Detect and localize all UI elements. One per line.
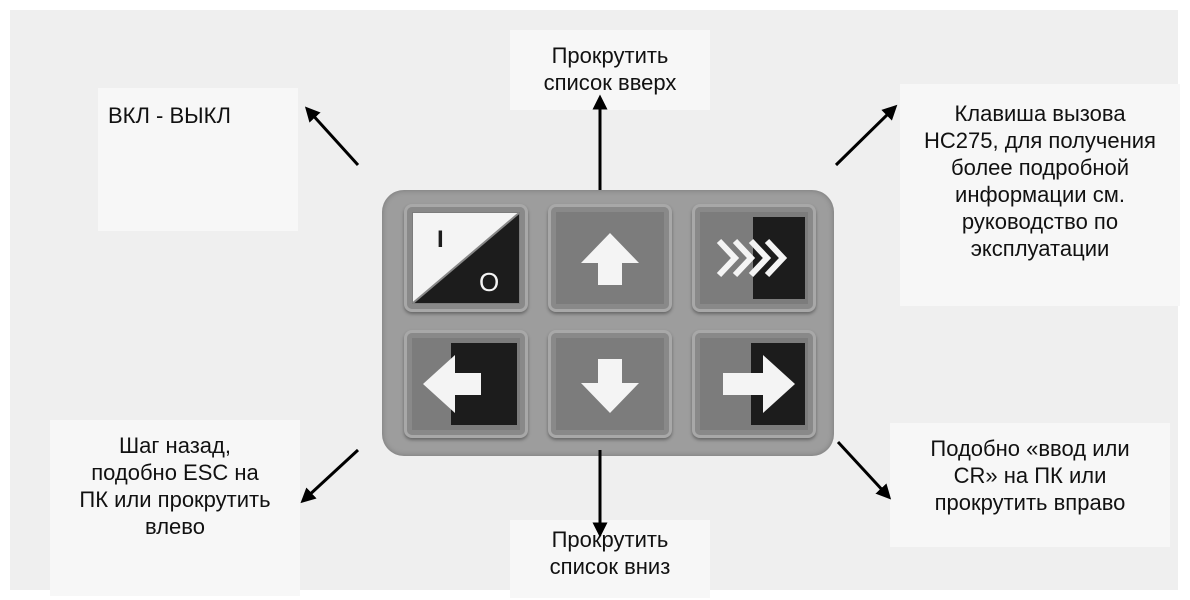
label-back-line-4: влево — [145, 514, 205, 539]
diagram-canvas: ВКЛ - ВЫКЛ Прокрутить список вверх Клави… — [10, 10, 1180, 598]
label-help-line-2: HC275, для получения — [924, 128, 1156, 153]
arrow-up-icon — [581, 233, 639, 285]
scroll-up-key[interactable] — [548, 204, 672, 312]
label-enter-line-2: CR» на ПК или — [953, 463, 1107, 488]
arrow-to-step-back-label — [300, 448, 360, 504]
power-on-symbol: I — [437, 226, 444, 253]
label-power: ВКЛ - ВЫКЛ — [98, 88, 298, 231]
power-toggle-icon: I O — [412, 212, 520, 304]
label-help-line-4: информации см. — [955, 182, 1125, 207]
arrow-to-help-label — [834, 104, 898, 167]
arrow-to-power-label — [304, 106, 360, 167]
label-power-line-1: ВКЛ - ВЫКЛ — [108, 103, 231, 128]
arrow-left-icon — [423, 343, 517, 425]
label-scroll-up-line-1: Прокрутить — [551, 43, 669, 68]
label-help-line-5: руководство по — [961, 209, 1119, 234]
label-enter-line-3: прокрутить вправо — [934, 490, 1126, 515]
label-back-line-2: подобно ESC на — [91, 460, 259, 485]
label-back-line-1: Шаг назад, — [119, 433, 231, 458]
label-scroll-up: Прокрутить список вверх — [510, 30, 710, 110]
enter-key[interactable] — [692, 330, 816, 438]
label-scroll-down: Прокрутить список вниз — [510, 520, 710, 598]
label-scroll-down-line-1: Прокрутить — [551, 527, 669, 552]
arrow-to-enter-label — [836, 440, 892, 500]
arrow-down-icon — [581, 359, 639, 413]
label-back-line-3: ПК или прокрутить — [79, 487, 271, 512]
label-scroll-down-line-2: список вниз — [549, 554, 671, 579]
label-help-line-1: Клавиша вызова — [954, 101, 1126, 126]
power-off-symbol: O — [479, 267, 499, 297]
power-key[interactable]: I O — [404, 204, 528, 312]
label-help-line-3: более подробной — [950, 155, 1130, 180]
arrow-right-icon — [723, 343, 805, 425]
help-key[interactable] — [692, 204, 816, 312]
chevrons-right-icon — [716, 217, 805, 299]
label-help-line-6: эксплуатации — [970, 236, 1110, 261]
step-back-key[interactable] — [404, 330, 528, 438]
scroll-down-key[interactable] — [548, 330, 672, 438]
label-help-key: Клавиша вызова HC275, для получения боле… — [900, 84, 1180, 306]
label-enter: Подобно «ввод или CR» на ПК или прокрути… — [890, 423, 1170, 547]
label-scroll-up-line-2: список вверх — [543, 70, 677, 95]
label-step-back: Шаг назад, подобно ESC на ПК или прокрут… — [50, 420, 300, 596]
label-enter-line-1: Подобно «ввод или — [930, 436, 1130, 461]
keypad: I O — [382, 190, 834, 456]
